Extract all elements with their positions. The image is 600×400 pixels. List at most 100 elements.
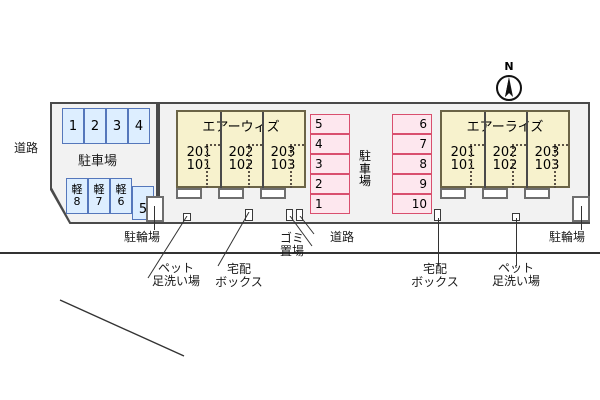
building-air-rise-name: エアーライズ [466,120,544,135]
stair2-dotted-top-3 [554,144,568,146]
leader-bike-right [581,206,582,230]
compass-icon [496,75,522,101]
center-stall-2[interactable]: 2 [310,174,350,194]
porch-air-with-3 [260,188,286,199]
center-parking-label-c2: 車 [358,161,371,176]
compact-number-6: 6 [117,195,125,208]
compact-prefix-6: 軽 [115,183,127,197]
center-stall-1[interactable]: 1 [310,194,350,214]
unit2-lower-103: 103 [534,158,560,173]
label-pet-wash-right: ペット 足洗い場 [487,261,545,289]
pet-wash-marker-left[interactable] [183,213,191,221]
left-stall-2[interactable]: 2 [84,108,106,144]
left-stall-3[interactable]: 3 [106,108,128,144]
building-air-with[interactable]: エアーウィズ 201 101 202 102 203 103 [176,110,306,190]
center-stall-5[interactable]: 5 [310,114,350,134]
unit2-upper-201: 201 [450,145,476,160]
unit-upper-202: 202 [228,145,254,160]
label-trash-line2: 置場 [279,244,304,259]
delivery-box-marker-left[interactable] [245,209,253,221]
unit2-upper-202: 202 [492,145,518,160]
unit-upper-201: 201 [186,145,212,160]
building-divider-1 [220,112,222,190]
label-pet-wash-right-line2: 足洗い場 [491,274,540,289]
trash-marker-b[interactable] [296,209,303,221]
south-road-line [0,252,600,254]
left-compact-stall-6[interactable]: 軽 6 [110,178,132,214]
leader-trash [289,216,315,247]
label-pet-wash-right-line1: ペット [497,261,534,275]
stair-dotted-top-2 [248,144,262,146]
center-stall-6[interactable]: 6 [392,114,432,134]
unit-lower-101: 101 [186,158,212,173]
center-stall-8[interactable]: 8 [392,154,432,174]
unit-block-202-102: 202 102 [220,146,262,172]
label-trash-line1: ゴミ [279,231,304,245]
center-parking-label-c1: 駐 [358,149,371,163]
unit2-block-201-101: 201 101 [442,146,484,172]
unit-upper-203: 203 [270,145,296,160]
porch-air-rise-2 [482,188,508,199]
unit2-block-202-102: 202 102 [484,146,526,172]
label-pet-wash-left-line2: 足洗い場 [151,274,200,289]
stair-dotted-2 [248,144,250,188]
compact-prefix-7: 軽 [93,183,105,197]
label-bike-parking-left: 駐輪場 [124,230,161,244]
stair-dotted-top-3 [290,144,304,146]
building-air-with-name: エアーウィズ [202,120,280,135]
leader-delivery-left [217,212,250,267]
left-stall-4[interactable]: 4 [128,108,150,144]
left-stall-1[interactable]: 1 [62,108,84,144]
porch-air-rise-3 [524,188,550,199]
delivery-box-marker-right[interactable] [434,209,441,221]
porch-air-rise-1 [440,188,466,199]
porch-air-with-2 [218,188,244,199]
unit-lower-102: 102 [228,158,254,173]
leader-pet-wash-left [147,216,188,279]
label-delivery-left-line1: 宅配 [226,262,251,276]
stair-dotted-1 [206,144,208,188]
road-label-south: 道路 [330,230,355,244]
center-stall-4[interactable]: 4 [310,134,350,154]
left-compact-stall-8[interactable]: 軽 8 [66,178,88,214]
unit2-lower-102: 102 [492,158,518,173]
compact-number-7: 7 [95,195,103,208]
stair2-dotted-2 [512,144,514,188]
center-parking-label-c3: 場 [358,174,371,189]
leader-delivery-right [438,218,439,266]
building2-divider-1 [484,112,486,190]
center-stall-7[interactable]: 7 [392,134,432,154]
compass-north-label: N [504,60,514,73]
center-stall-9[interactable]: 9 [392,174,432,194]
unit2-block-203-103: 203 103 [526,146,568,172]
building-divider-2 [262,112,264,190]
left-parking-area-label: 駐車場 [78,154,118,169]
stair2-dotted-top-2 [512,144,526,146]
label-delivery-box-left: 宅配 ボックス [208,262,270,290]
unit2-upper-203: 203 [534,145,560,160]
left-compact-stall-7[interactable]: 軽 7 [88,178,110,214]
bike-parking-box-left[interactable] [146,196,164,222]
leader-pet-wash-right [516,218,517,266]
building2-divider-2 [526,112,528,190]
center-parking-area-label: 駐 車 場 [358,150,372,188]
stair-dotted-3 [290,144,292,188]
leader-bike-left [154,206,155,230]
label-delivery-left-line2: ボックス [215,275,263,290]
center-stall-10[interactable]: 10 [392,194,432,214]
center-stall-3[interactable]: 3 [310,154,350,174]
label-pet-wash-left: ペット 足洗い場 [147,261,205,289]
property-boundary-diagonal [59,299,185,357]
compass-rose: N [492,60,526,102]
label-delivery-right-line1: 宅配 [422,262,447,276]
porch-air-with-1 [176,188,202,199]
compact-number-8: 8 [73,195,81,208]
label-delivery-right-line2: ボックス [411,275,459,290]
compact-prefix-8: 軽 [71,183,83,197]
trash-marker-a[interactable] [286,209,293,221]
stair2-dotted-3 [554,144,556,188]
building-air-rise[interactable]: エアーライズ 201 101 202 102 203 103 [440,110,570,190]
label-delivery-box-right: 宅配 ボックス [404,262,466,290]
label-pet-wash-left-line1: ペット [157,261,194,275]
